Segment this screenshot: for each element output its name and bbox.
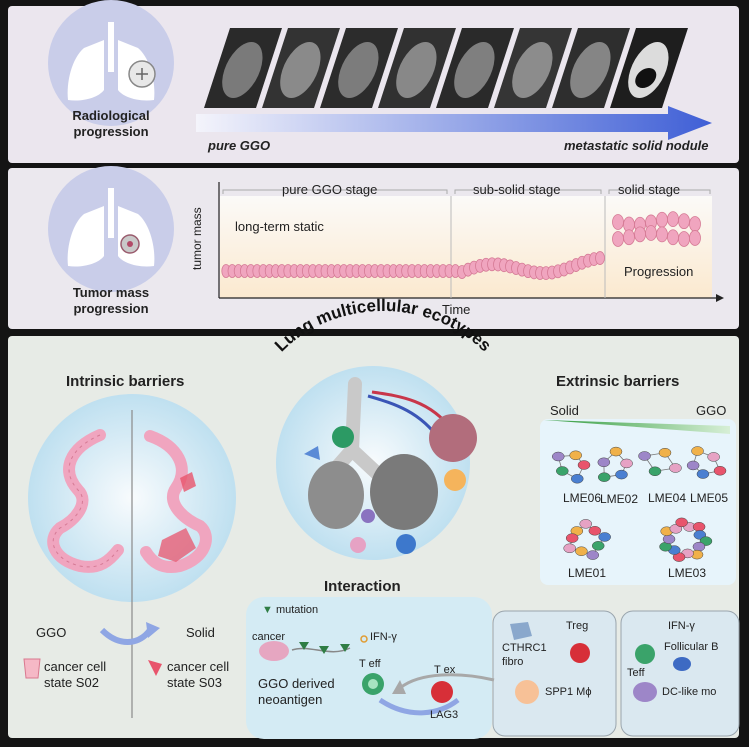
t-eff-label: T eff — [359, 658, 381, 670]
tumor-cell — [634, 226, 646, 243]
y-axis-label: tumor mass — [190, 207, 204, 270]
network-node — [707, 452, 720, 462]
network-node — [586, 550, 600, 560]
tumor-cell — [689, 230, 701, 246]
tumor-cell — [656, 226, 668, 243]
dc-label: DC-like mo — [662, 686, 717, 698]
network-node — [686, 460, 700, 471]
lme-label: LME04 — [648, 491, 687, 505]
network-node — [598, 532, 611, 542]
follicular-b-label: Follicular B — [664, 641, 719, 653]
gradient-ggo-label: GGO — [696, 403, 727, 418]
gradient-solid-label: Solid — [550, 403, 579, 418]
intrinsic-circle — [28, 394, 236, 718]
solid-label: Solid — [186, 625, 215, 640]
t-ex-label: T ex — [434, 664, 456, 676]
progression-note: Progression — [624, 264, 694, 279]
cancer-label: cancer — [252, 631, 286, 643]
tumor-cell — [667, 229, 679, 246]
tumor-cell — [678, 231, 690, 247]
ggo-label: GGO — [36, 625, 67, 640]
tumor-mass-plot — [218, 182, 724, 302]
network-node — [615, 469, 628, 480]
interaction-title: Interaction — [324, 578, 401, 595]
tumor-cell — [612, 214, 624, 230]
x-axis-label: Time — [442, 302, 471, 317]
network-node — [675, 517, 688, 528]
network-node — [691, 446, 704, 456]
tumor-cell — [612, 231, 624, 247]
stage-solid: solid stage — [618, 182, 681, 197]
extrinsic-box — [540, 419, 736, 585]
network-node — [565, 533, 579, 543]
network-node — [597, 472, 611, 482]
spp1-label: SPP1 Mϕ — [545, 686, 592, 698]
immune-boxes — [392, 610, 740, 737]
extrinsic-title: Extrinsic barriers — [556, 373, 680, 390]
network-node — [597, 457, 611, 468]
network-node — [658, 447, 672, 458]
network-node — [563, 543, 576, 554]
tumor-cell-chain — [221, 211, 701, 280]
network-node — [551, 451, 565, 462]
network-node — [692, 541, 706, 552]
cell-state-icons — [23, 658, 162, 679]
ifn-label: IFN-γ — [370, 631, 397, 643]
teff2-label: Teff — [627, 667, 645, 679]
pure-ggo-label: pure GGO — [208, 138, 271, 153]
network-node — [692, 522, 706, 532]
long-term-static: long-term static — [235, 219, 324, 234]
network-node — [638, 451, 651, 461]
intrinsic-title: Intrinsic barriers — [66, 373, 185, 390]
lag3-label: LAG3 — [430, 709, 459, 721]
ifn2-label: IFN-γ — [668, 620, 695, 632]
lme-label: LME01 — [568, 566, 607, 580]
network-node — [609, 446, 623, 457]
ct-scan-series — [204, 28, 688, 108]
tumor-cell — [667, 211, 679, 228]
lung-icon-radiological — [48, 0, 174, 126]
interaction-box — [246, 597, 492, 739]
tumor-cell — [645, 225, 657, 241]
network-node — [579, 519, 592, 529]
lme-label: LME06 — [563, 491, 602, 505]
ecotype-circle — [276, 366, 477, 560]
tumor-cell — [595, 251, 605, 265]
lme-label: LME03 — [668, 566, 707, 580]
tumor-cell — [623, 229, 635, 246]
stage-subsolid: sub-solid stage — [473, 182, 561, 197]
network-node — [662, 534, 676, 544]
network-node — [577, 460, 591, 470]
stage-ggo: pure GGO stage — [282, 182, 378, 197]
treg-label: Treg — [566, 620, 589, 632]
network-node — [571, 473, 584, 484]
lme-label: LME05 — [690, 491, 729, 505]
tumor-cell — [656, 211, 668, 228]
network-node — [713, 466, 727, 476]
network-node — [696, 469, 710, 479]
network-node — [648, 466, 662, 477]
network-node — [620, 458, 633, 469]
tumor-cell — [678, 213, 690, 230]
mutation-label: ▼ mutation — [262, 604, 319, 616]
network-node — [556, 466, 569, 476]
ggo-to-solid-arrow — [99, 627, 153, 645]
network-node — [591, 541, 605, 551]
network-node — [575, 546, 588, 556]
lung-icon-tumor — [48, 166, 174, 292]
lme-label: LME02 — [600, 492, 639, 506]
metastatic-label: metastatic solid nodule — [564, 138, 709, 153]
progression-arrow — [196, 106, 712, 140]
network-node — [569, 450, 582, 461]
tumor-cell — [689, 216, 701, 232]
network-node — [588, 526, 602, 536]
network-node — [669, 463, 682, 473]
